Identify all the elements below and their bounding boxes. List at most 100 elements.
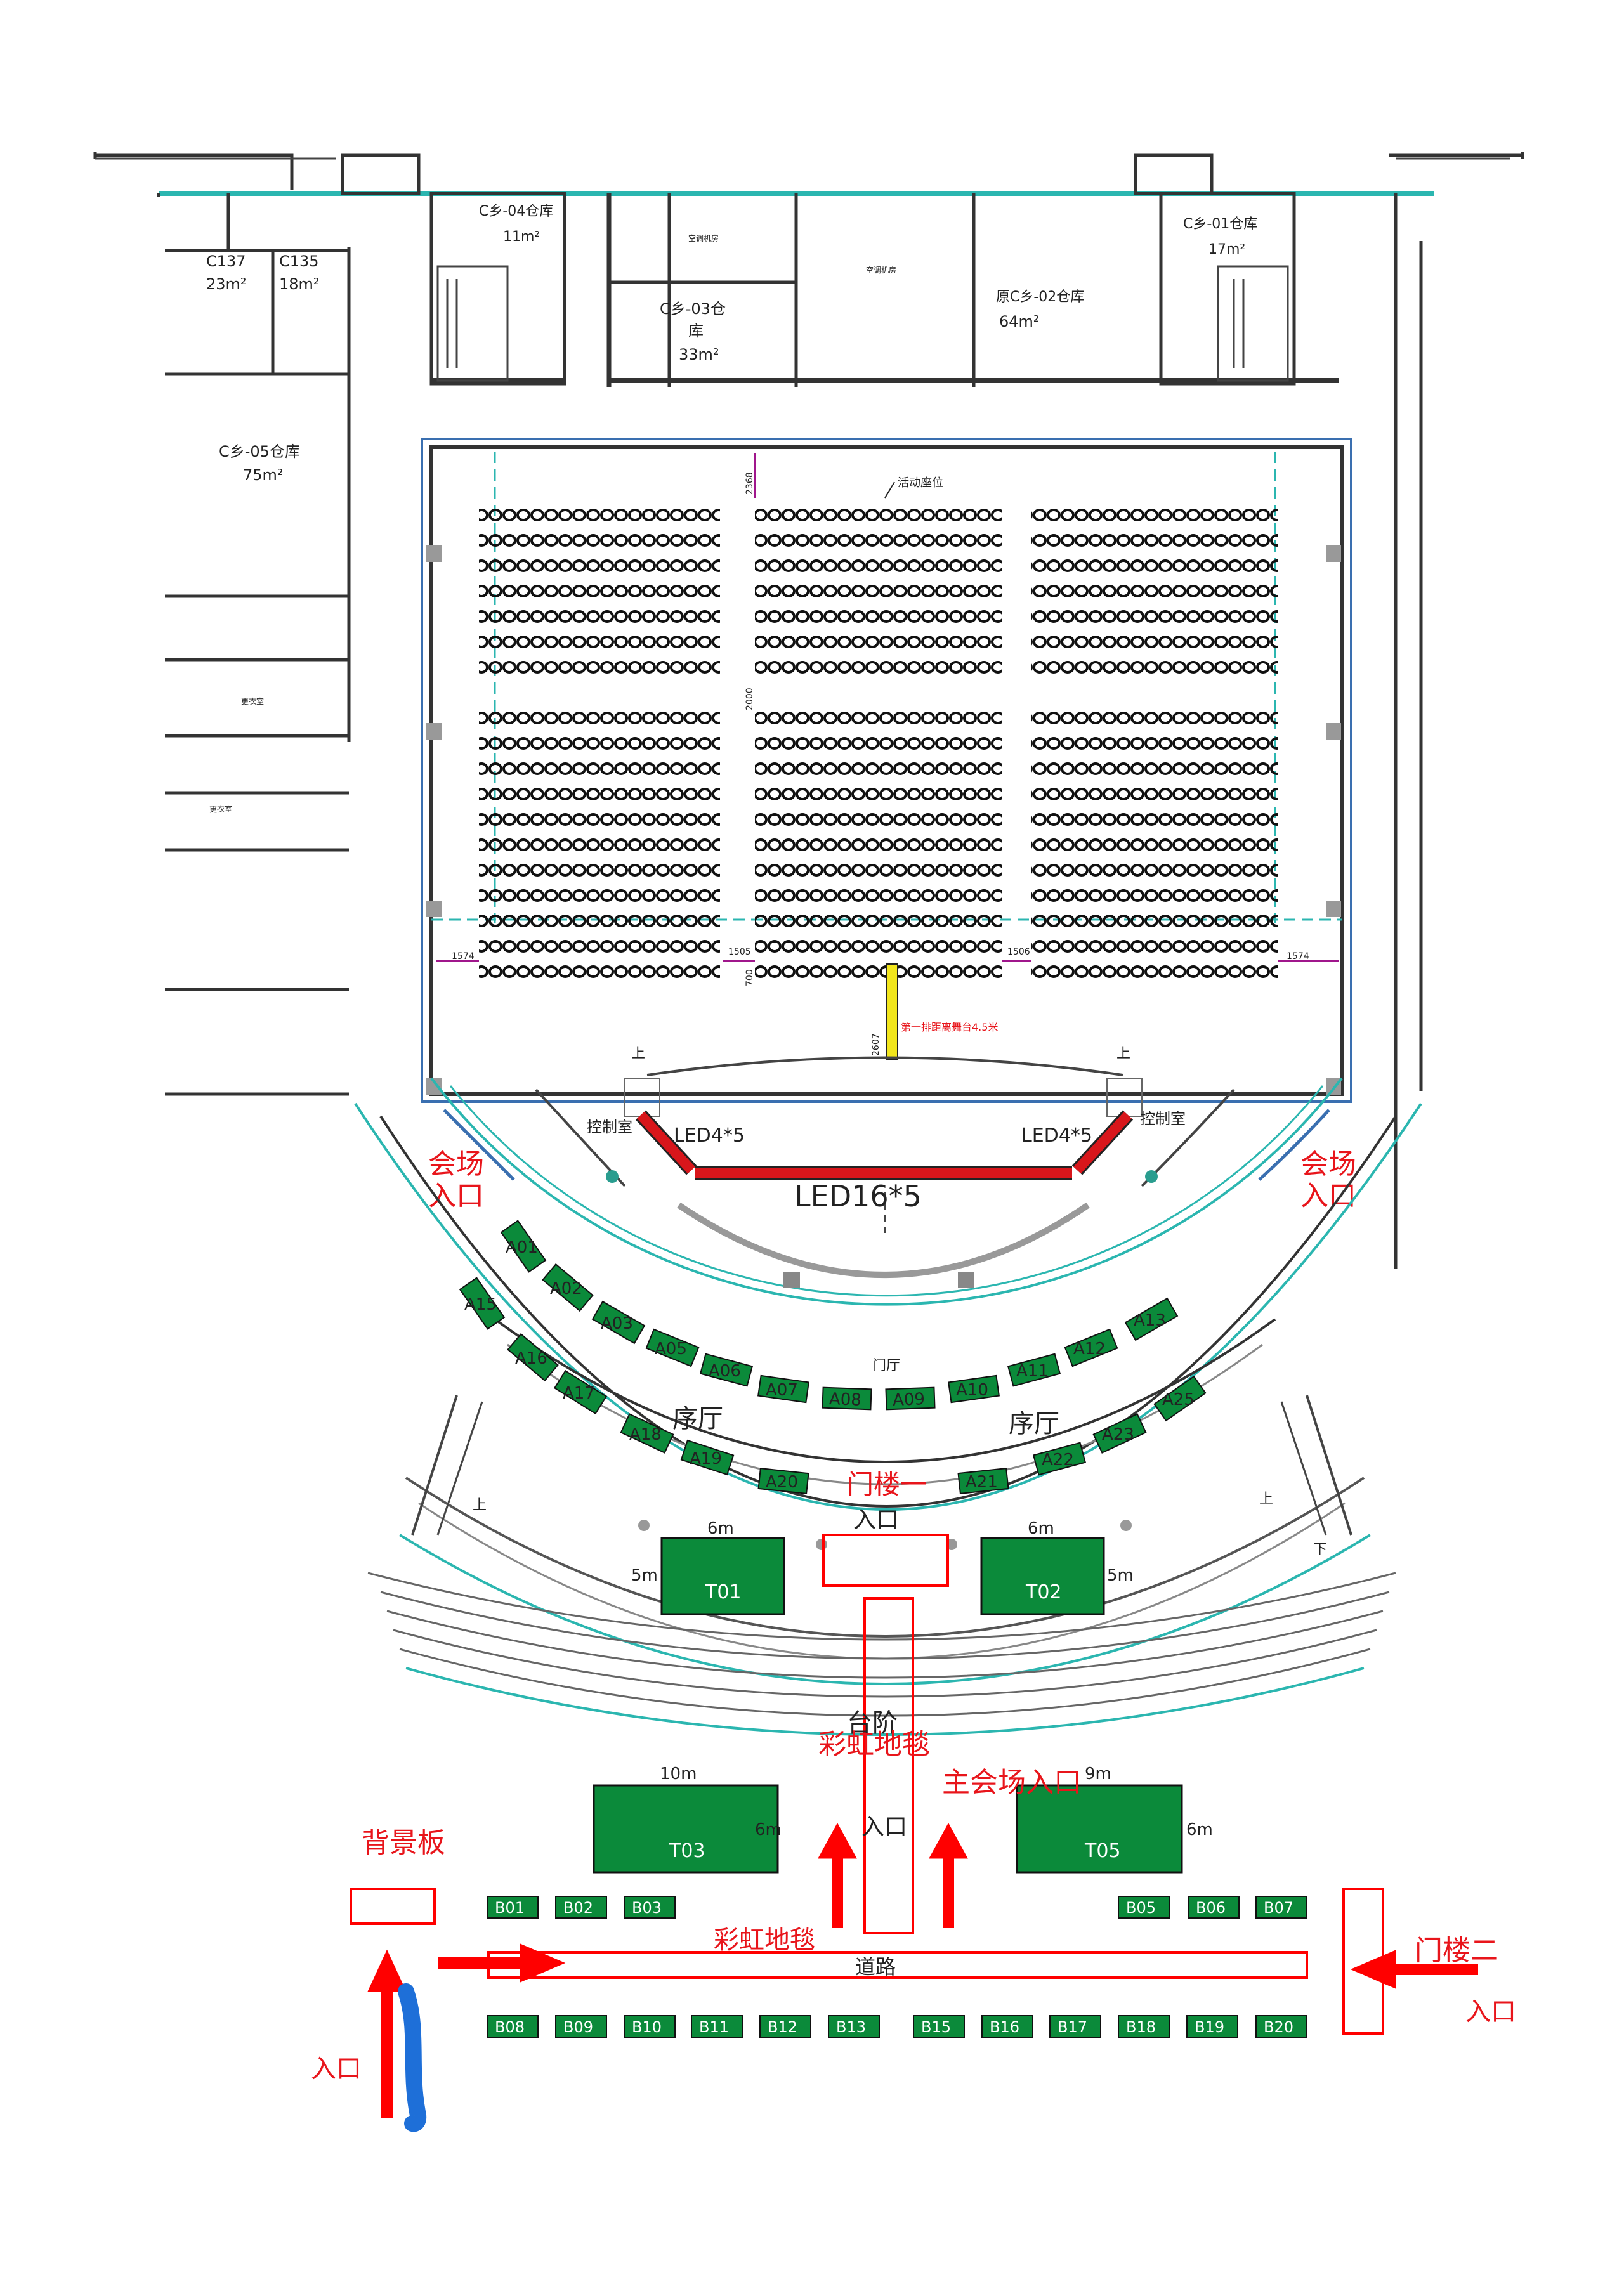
gate1-entry-label: 入口 <box>853 1507 899 1533</box>
svg-text:A02: A02 <box>550 1279 582 1298</box>
svg-text:A07: A07 <box>766 1381 798 1400</box>
arrows <box>367 1822 1478 2118</box>
dim-6m-t03: 6m <box>755 1820 782 1839</box>
svg-text:A18: A18 <box>629 1425 662 1444</box>
dim-2368: 2368 <box>745 472 755 495</box>
auditorium-annotations: 2368 活动座位 2000 1574 1505 700 1506 1574 2… <box>436 453 1339 1062</box>
booth-b19: B19 <box>1195 2018 1224 2036</box>
dim-10m-t03: 10m <box>660 1764 697 1784</box>
hall-left-label: 序厅 <box>672 1404 723 1433</box>
led-main-label: LED16*5 <box>794 1179 922 1213</box>
room-labels: C137 23m² C135 18m² C乡-05仓库 75m² C乡-04仓库… <box>206 204 1257 814</box>
svg-text:A12: A12 <box>1073 1340 1106 1359</box>
room-c02-area: 64m² <box>999 313 1040 330</box>
gate1-label: 门楼一 <box>847 1469 927 1500</box>
room-c03-area: 33m² <box>679 346 719 363</box>
booth-a17: A17 <box>553 1369 608 1415</box>
booth-b16: B16 <box>990 2018 1019 2036</box>
room-c135-name: C135 <box>279 252 319 270</box>
gate2-label: 门楼二 <box>1415 1934 1498 1967</box>
svg-text:A01: A01 <box>506 1238 538 1257</box>
road-label: 道路 <box>855 1955 896 1979</box>
dim-6m-t05: 6m <box>1186 1820 1213 1839</box>
gate1-box <box>822 1534 949 1587</box>
stage-up-left: 上 <box>631 1046 645 1062</box>
seat-block-left-rear <box>479 710 720 989</box>
booth-a09: A09 <box>885 1386 936 1411</box>
first-row-marker <box>886 963 898 1060</box>
booth-b12: B12 <box>768 2018 797 2036</box>
dim-2607: 2607 <box>871 1033 881 1056</box>
seat-block-center-rear <box>755 710 1002 989</box>
tent-t03 <box>593 1784 779 1874</box>
seat-block-right-front <box>1031 498 1278 675</box>
svg-text:A06: A06 <box>709 1362 741 1381</box>
booth-b03: B03 <box>632 1899 662 1917</box>
plaza-labels: 台阶 彩虹地毯 主会场入口 入口 背景板 彩虹地毯 道路 门楼二 入口 入口 <box>311 1709 1516 2084</box>
b-booths-top: B01 B02 B03 B05 B06 B07 <box>487 1896 1307 1919</box>
room-c05-name: C乡-05仓库 <box>219 443 300 460</box>
room-c04-name: C乡-04仓库 <box>479 204 553 219</box>
booth-a11: A11 <box>1007 1353 1061 1387</box>
rainbow-carpet-label-1: 彩虹地毯 <box>818 1728 930 1761</box>
svg-text:A05: A05 <box>655 1340 687 1359</box>
blue-marker-stroke <box>398 1983 427 2132</box>
booth-a15: A15 <box>459 1277 506 1330</box>
hall-right-label: 序厅 <box>1009 1409 1059 1438</box>
dim-5m-t01: 5m <box>631 1566 658 1585</box>
svg-text:A13: A13 <box>1134 1311 1166 1330</box>
booth-a13: A13 <box>1124 1297 1179 1341</box>
booth-a16: A16 <box>507 1333 559 1382</box>
movable-seats-label: 活动座位 <box>898 476 943 490</box>
hall-entrance-left-1: 会场 <box>428 1148 484 1180</box>
dim-9m-t05: 9m <box>1085 1764 1111 1784</box>
booth-b06: B06 <box>1196 1899 1226 1917</box>
booth-a06: A06 <box>699 1353 754 1387</box>
room-c135-area: 18m² <box>279 275 320 293</box>
booth-b20: B20 <box>1264 2018 1293 2036</box>
booth-b07: B07 <box>1264 1899 1293 1917</box>
carpet-entry-label: 入口 <box>861 1814 907 1840</box>
stage <box>430 1056 1343 1306</box>
dim-6m-t01: 6m <box>707 1519 734 1538</box>
svg-text:T02: T02 <box>1025 1581 1062 1603</box>
first-row-note: 第一排距离舞台4.5米 <box>901 1021 998 1033</box>
led-screens: LED4*5 LED4*5 LED16*5 控制室 控制室 <box>587 1110 1186 1213</box>
rainbow-carpet-main <box>863 1597 914 1934</box>
lobby-structure <box>354 1102 1422 1736</box>
svg-text:A20: A20 <box>766 1473 798 1492</box>
tent-t02 <box>980 1537 1105 1615</box>
led-right-label: LED4*5 <box>1021 1125 1092 1147</box>
booth-b08: B08 <box>495 2018 525 2036</box>
gate2-entry-label: 入口 <box>1465 1997 1516 2026</box>
booth-a01: A01 <box>500 1220 547 1273</box>
dim-2000: 2000 <box>745 688 755 710</box>
seat-block-center-front <box>755 498 1002 675</box>
dim-1574-right: 1574 <box>1287 951 1309 962</box>
room-c01-area: 17m² <box>1208 242 1245 258</box>
booth-b13: B13 <box>836 2018 866 2036</box>
booth-a07: A07 <box>757 1374 809 1404</box>
booth-a12: A12 <box>1064 1328 1118 1367</box>
booth-a23: A23 <box>1092 1413 1147 1454</box>
room-c137-name: C137 <box>206 252 246 270</box>
svg-text:A10: A10 <box>956 1381 988 1400</box>
hall-entrance-left-2: 入口 <box>428 1180 484 1212</box>
booth-a08: A08 <box>822 1386 872 1411</box>
b-booths-bottom: B08 B09 B10 B11 B12 B13 B15 B16 B17 B18 … <box>487 2015 1307 2038</box>
rainbow-carpet-road <box>487 1951 1308 1979</box>
booth-b02: B02 <box>563 1899 593 1917</box>
dim-5m-t02: 5m <box>1107 1566 1134 1585</box>
lobby-up-right: 上 <box>1259 1491 1273 1507</box>
room-ac2: 空调机房 <box>866 265 896 275</box>
booth-b18: B18 <box>1126 2018 1156 2036</box>
svg-text:A22: A22 <box>1042 1451 1074 1470</box>
lobby-up-left: 上 <box>473 1497 487 1513</box>
lobby-labels: 门厅 序厅 序厅 门楼一 入口 上 上 下 <box>473 1358 1327 1558</box>
booth-b09: B09 <box>563 2018 593 2036</box>
lobby-down-right: 下 <box>1313 1542 1327 1558</box>
booth-a18: A18 <box>620 1413 674 1454</box>
svg-text:A08: A08 <box>828 1390 861 1410</box>
dim-1574-left: 1574 <box>452 951 475 962</box>
foyer-label: 门厅 <box>872 1358 900 1374</box>
